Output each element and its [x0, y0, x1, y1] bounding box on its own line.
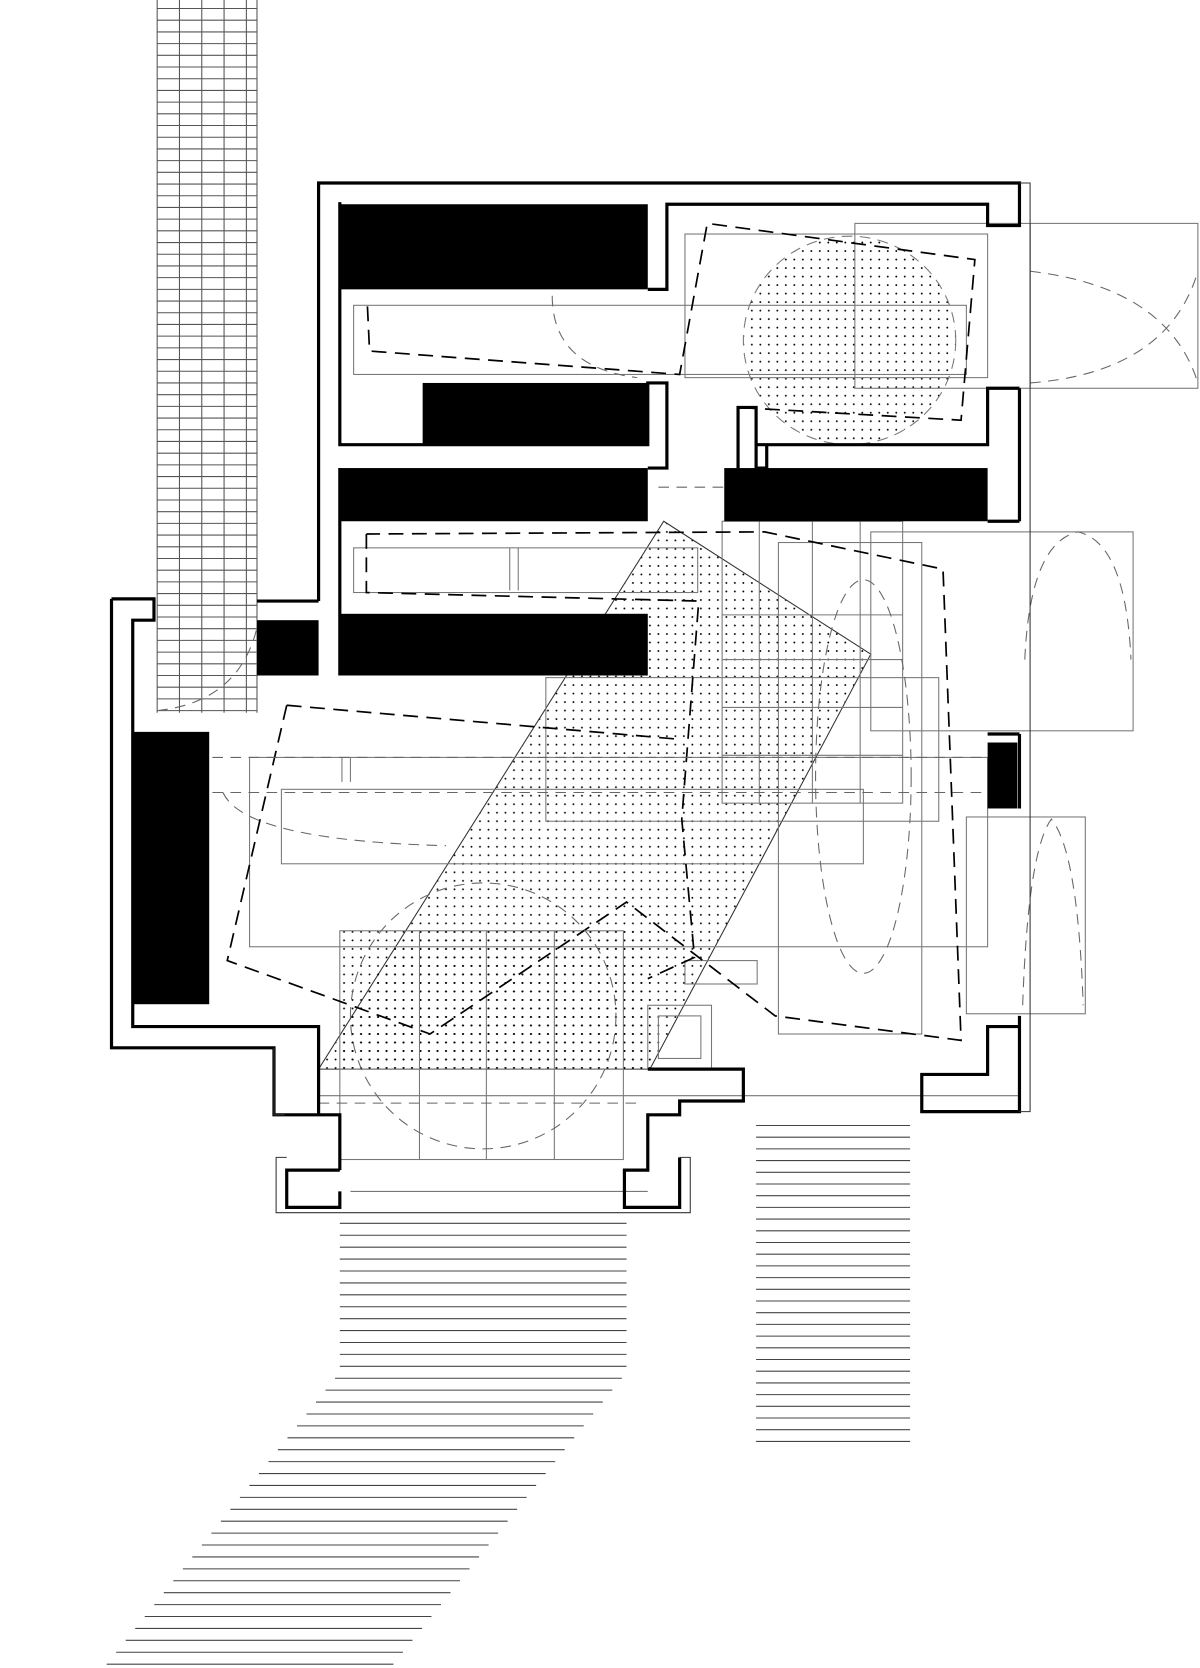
- stairs-left: [106, 1222, 627, 1665]
- stairs-right: [756, 1124, 911, 1442]
- paving-grid: [156, 0, 258, 713]
- solid-walls: [132, 204, 1018, 1005]
- dotted-terrace-zone: [339, 930, 650, 1070]
- dashed-lines: [157, 222, 1199, 1150]
- wall-outlines: [109, 181, 1031, 1214]
